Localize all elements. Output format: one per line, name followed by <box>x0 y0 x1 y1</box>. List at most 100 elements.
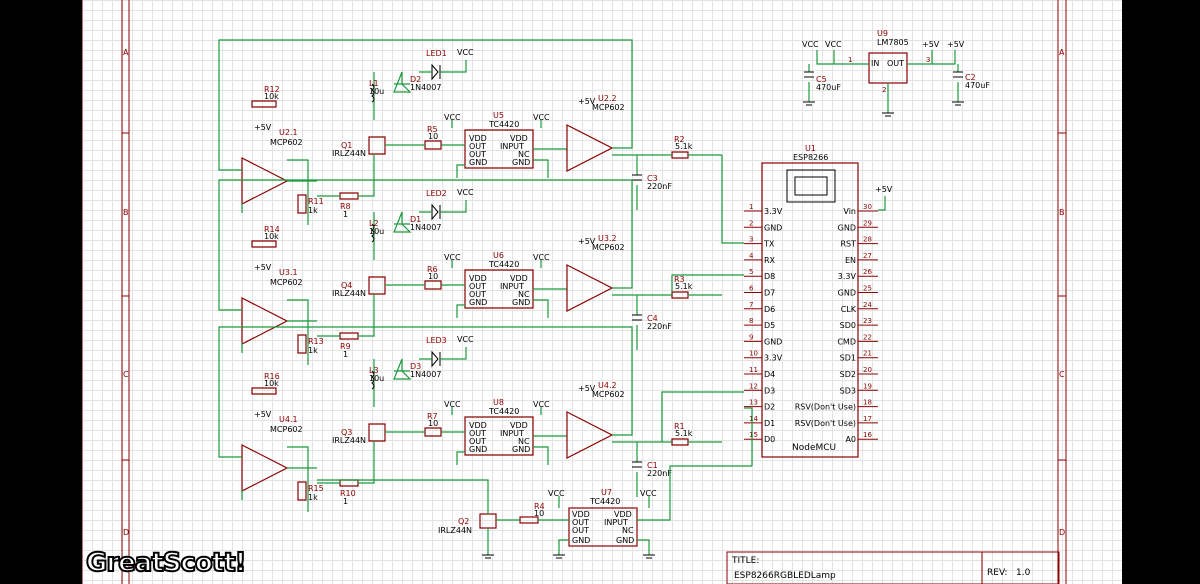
led-ref: LED3 <box>426 336 447 345</box>
svg-text:B: B <box>1059 208 1065 217</box>
rfb-value: 10k <box>264 379 279 388</box>
opamp-b-ref: U2.2 <box>598 94 617 103</box>
opamp-a-5v: +5V <box>254 263 272 272</box>
schematic-drawing: AB CD AB CD TITLE: ESP8266RGBLEDLamp REV… <box>82 0 1067 584</box>
driver-vcc2: VCC <box>533 113 550 122</box>
rfb-ref: R12 <box>264 85 280 94</box>
mcu-right-pin-num: 19 <box>863 382 872 390</box>
mcu-right-pin-num: 27 <box>863 252 872 260</box>
u7-part: TC4420 <box>589 497 620 506</box>
led-vcc: VCC <box>457 188 474 197</box>
rgate-value: 10 <box>428 419 438 428</box>
rshunt-value: 1 <box>343 497 348 506</box>
rfb-value: 10k <box>264 92 279 101</box>
svg-text:D: D <box>123 528 129 537</box>
mcu-left-pin-name: 3.3V <box>764 354 783 363</box>
svg-text:C: C <box>123 370 129 379</box>
driver-part: TC4420 <box>488 407 519 416</box>
led-ref: LED2 <box>426 189 447 198</box>
driver-gnd1: GND <box>469 158 487 167</box>
u9-pin-out: OUT <box>887 59 904 68</box>
rsense-ref: R13 <box>308 337 324 346</box>
driver-nc: NC <box>518 437 530 446</box>
title-label: TITLE: <box>731 556 759 566</box>
driver-vdd1: VDD <box>469 134 487 143</box>
driver-gnd2: GND <box>512 158 530 167</box>
rfb-value: 10k <box>264 232 279 241</box>
u7-ref: U7 <box>601 488 612 497</box>
vcc-label-2: VCC <box>825 40 842 49</box>
rsense-ref: R11 <box>308 197 324 206</box>
mosfet-ref: Q3 <box>341 428 352 437</box>
mcu-right-pin-name: CMD <box>837 337 856 346</box>
mcu-left-pin-num: 5 <box>749 268 753 276</box>
inductor-ref: L2 <box>369 219 379 228</box>
u9-ref: U9 <box>877 29 888 38</box>
mcu-left-pin-name: GND <box>764 223 782 232</box>
c2-ref: C2 <box>965 73 976 82</box>
vin-5v-label: +5V <box>875 185 893 194</box>
driver-gnd1: GND <box>469 298 487 307</box>
rev-value: 1.0 <box>1016 568 1031 578</box>
driver-out1: OUT <box>469 282 486 291</box>
inductor-value: 10u <box>369 87 384 96</box>
svg-text:A: A <box>123 48 129 57</box>
driver-vcc1: VCC <box>444 400 461 409</box>
mcu-right-pin-name: 3.3V <box>838 272 857 281</box>
cap-value: 220nF <box>647 322 672 331</box>
fan-driver: U7 TC4420 VDD OUT OUT GND VDD INPUT NC G… <box>317 465 752 559</box>
mcu-right-pin-num: 22 <box>863 333 872 341</box>
sheet-frame: AB CD AB CD <box>82 0 1067 584</box>
mcu-right-pin-name: RSV(Don't Use) <box>795 403 856 412</box>
u7-nc: NC <box>622 526 634 535</box>
svg-text:D: D <box>1059 528 1065 537</box>
mcu-left-pin-num: 9 <box>749 333 753 341</box>
vcc-label-1: VCC <box>802 40 819 49</box>
inductor-ref: L3 <box>369 366 379 375</box>
driver-nc: NC <box>518 290 530 299</box>
led-vcc: VCC <box>457 48 474 57</box>
driver-vdd1: VDD <box>469 421 487 430</box>
rshunt-value: 1 <box>343 350 348 359</box>
driver-gnd2: GND <box>512 298 530 307</box>
q2-part: IRLZ44N <box>438 526 472 535</box>
u7-vdd2: VDD <box>614 510 632 519</box>
opamp-a-part: MCP602 <box>270 278 303 287</box>
u1-ref: U1 <box>805 144 816 153</box>
mcu-left-pin-name: 3.3V <box>764 207 783 216</box>
mcu-right-pin-name: SD0 <box>840 321 856 330</box>
title-value: ESP8266RGBLEDLamp <box>734 571 836 581</box>
u9-pin-in: IN <box>871 59 879 68</box>
diode-part: 1N4007 <box>410 83 441 92</box>
opamp-a-part: MCP602 <box>270 425 303 434</box>
r4-ref: R4 <box>534 502 545 511</box>
power-supply: U9 LM7805 IN OUT 1 3 2 C5 470uF C2 470uF… <box>802 29 990 117</box>
mcu-left-pin-name: D0 <box>764 435 775 444</box>
driver-vcc1: VCC <box>444 253 461 262</box>
driver-part: TC4420 <box>488 120 519 129</box>
opamp-b-5v: +5V <box>578 97 596 106</box>
rgate-value: 10 <box>428 132 438 141</box>
title-block: TITLE: ESP8266RGBLEDLamp REV: 1.0 <box>726 551 1060 584</box>
opamp-a-ref: U2.1 <box>279 128 298 137</box>
p5v-label-2: +5V <box>947 40 965 49</box>
mcu-left-pin-num: 4 <box>749 252 754 260</box>
u7-gnd1: GND <box>572 536 590 545</box>
driver-gnd1: GND <box>469 445 487 454</box>
inductor-ref: L1 <box>369 79 379 88</box>
opamp-a-5v: +5V <box>254 123 272 132</box>
mcu-left-pin-num: 15 <box>749 431 758 439</box>
mcu-left-pin-num: 6 <box>749 285 754 293</box>
rfilter-value: 5.1k <box>675 282 693 291</box>
mcu-right-pin-name: GND <box>838 289 856 298</box>
cap-value: 220nF <box>647 469 672 478</box>
u7-out2: OUT <box>572 526 589 535</box>
rshunt-value: 1 <box>343 210 348 219</box>
driver-vcc1: VCC <box>444 113 461 122</box>
mcu-right-pin-name: SD1 <box>840 354 856 363</box>
mosfet-part: IRLZ44N <box>332 149 366 158</box>
mcu-left-pin-name: D5 <box>764 321 775 330</box>
mcu-right-pin-num: 29 <box>863 219 872 227</box>
